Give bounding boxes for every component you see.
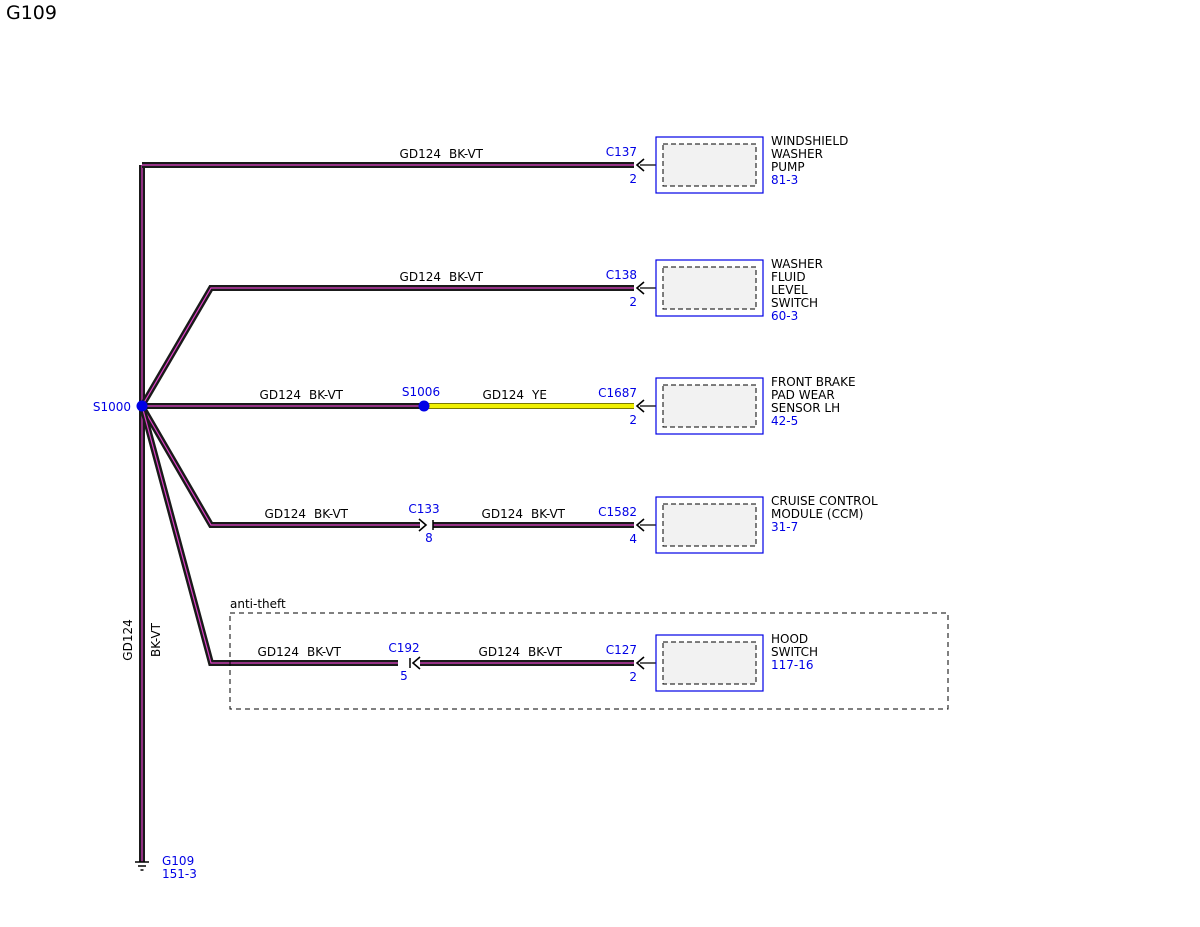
wire-c137-label-circuit: GD124: [400, 147, 441, 161]
inline-connector-c133-label: C133: [408, 502, 439, 516]
components-layer: [655, 136, 764, 692]
component-name-line: SWITCH: [771, 296, 818, 310]
inline-connector-c192-pin: 5: [400, 669, 408, 683]
component-inner-dashed: [662, 641, 757, 685]
wire-c138: [139, 285, 634, 408]
component-ref: 60-3: [771, 309, 798, 323]
inline-connector-c133-pin: 8: [425, 531, 433, 545]
connector-pin: 2: [629, 172, 637, 186]
connector-label: C137: [606, 145, 637, 159]
trunk-circuit-label: GD124: [121, 619, 135, 660]
ground-label: G109: [162, 854, 194, 868]
component-name-line: PAD WEAR: [771, 388, 835, 402]
connector-pin: 2: [629, 413, 637, 427]
page-title: G109: [6, 2, 57, 24]
inline-connector-c192-arrow: [411, 656, 421, 670]
wire-c1582-label-color: BK-VT: [531, 507, 566, 521]
splice-s1000-label: S1000: [93, 400, 131, 414]
wire-c133-left-label-circuit: GD124: [265, 507, 306, 521]
wire-c192-left: [139, 405, 398, 666]
connector-label: C1687: [598, 386, 637, 400]
inline-connector-c192-label: C192: [388, 641, 419, 655]
component-inner-dashed: [662, 266, 757, 310]
wire-c127-label-circuit: GD124: [479, 645, 520, 659]
connector-pin: 2: [629, 670, 637, 684]
wire-c127-label-color: BK-VT: [528, 645, 563, 659]
component-name-line: PUMP: [771, 160, 805, 174]
wire-c138-label-circuit: GD124: [400, 270, 441, 284]
component-inner-dashed: [662, 503, 757, 547]
wire-c133-left-label-color: BK-VT: [314, 507, 349, 521]
wire-c1687-label-color: YE: [531, 388, 547, 402]
connector-label: C127: [606, 643, 637, 657]
trunk-color-label: BK-VT: [149, 622, 163, 657]
component-inner-dashed: [662, 143, 757, 187]
component-name-line: WINDSHIELD: [771, 134, 848, 148]
wire-c138-stripe: [141, 287, 634, 407]
component-name-line: MODULE (CCM): [771, 507, 863, 521]
component-name-line: CRUISE CONTROL: [771, 494, 878, 508]
component-name-line: WASHER: [771, 147, 823, 161]
wire-c1582-label-circuit: GD124: [482, 507, 523, 521]
option-box-label: anti-theft: [230, 597, 286, 611]
connector-label: C1582: [598, 505, 637, 519]
splice-s1000: [136, 400, 148, 412]
wire-c192-left-label-color: BK-VT: [307, 645, 342, 659]
component-ref: 117-16: [771, 658, 814, 672]
component-name-line: FRONT BRAKE: [771, 375, 856, 389]
wire-c138-label-color: BK-VT: [449, 270, 484, 284]
component-name-line: SWITCH: [771, 645, 818, 659]
component-name-line: HOOD: [771, 632, 808, 646]
connector-arrow: [635, 281, 645, 295]
wire-c192-left-label-circuit: GD124: [258, 645, 299, 659]
wire-c137-label-color: BK-VT: [449, 147, 484, 161]
wire-c1687-label-circuit: GD124: [483, 388, 524, 402]
option-box-anti-theft: [229, 612, 949, 710]
connector-arrow: [635, 518, 645, 532]
component-name-line: SENSOR LH: [771, 401, 840, 415]
wires-layer: [139, 162, 634, 862]
component-name-line: WASHER: [771, 257, 823, 271]
connector-arrow: [635, 656, 645, 670]
wire-s1006-label-circuit: GD124: [260, 388, 301, 402]
inline-connector-c133-arrow: [418, 518, 428, 532]
connector-label: C138: [606, 268, 637, 282]
wire-c133-left-stripe: [141, 405, 420, 526]
wire-s1006-label-color: BK-VT: [309, 388, 344, 402]
splice-s1006-label: S1006: [402, 385, 440, 399]
component-ref: 42-5: [771, 414, 798, 428]
component-name-line: FLUID: [771, 270, 806, 284]
labels-layer: anti-theftC1372WINDSHIELDWASHERPUMP81-3C…: [93, 134, 878, 881]
component-ref: 31-7: [771, 520, 798, 534]
component-ref: 81-3: [771, 173, 798, 187]
connector-pin: 2: [629, 295, 637, 309]
connector-arrow: [635, 158, 645, 172]
component-inner-dashed: [662, 384, 757, 428]
connector-pin: 4: [629, 532, 637, 546]
ground-ref: 151-3: [162, 867, 197, 881]
component-name-line: LEVEL: [771, 283, 808, 297]
splice-s1006: [418, 400, 430, 412]
wire-c192-left-stripe: [141, 405, 398, 664]
connector-arrow: [635, 399, 645, 413]
